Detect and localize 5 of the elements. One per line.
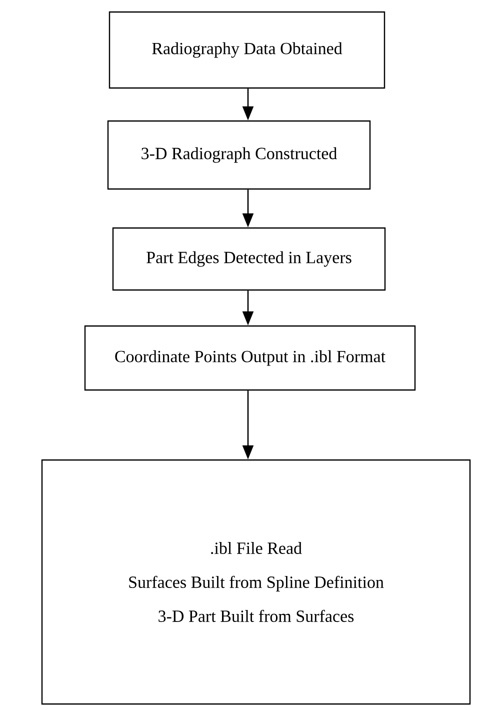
process-box: .ibl File Read Surfaces Built from Spline Definition 3-D Part Built from Surfaces [41,459,471,705]
process-box: Radiography Data Obtained [108,11,386,89]
process-box: Coordinate Points Output in .ibl Format [84,325,416,391]
process-box: Part Edges Detected in Layers [112,227,386,291]
process-box: 3-D Radiograph Constructed [107,120,371,190]
